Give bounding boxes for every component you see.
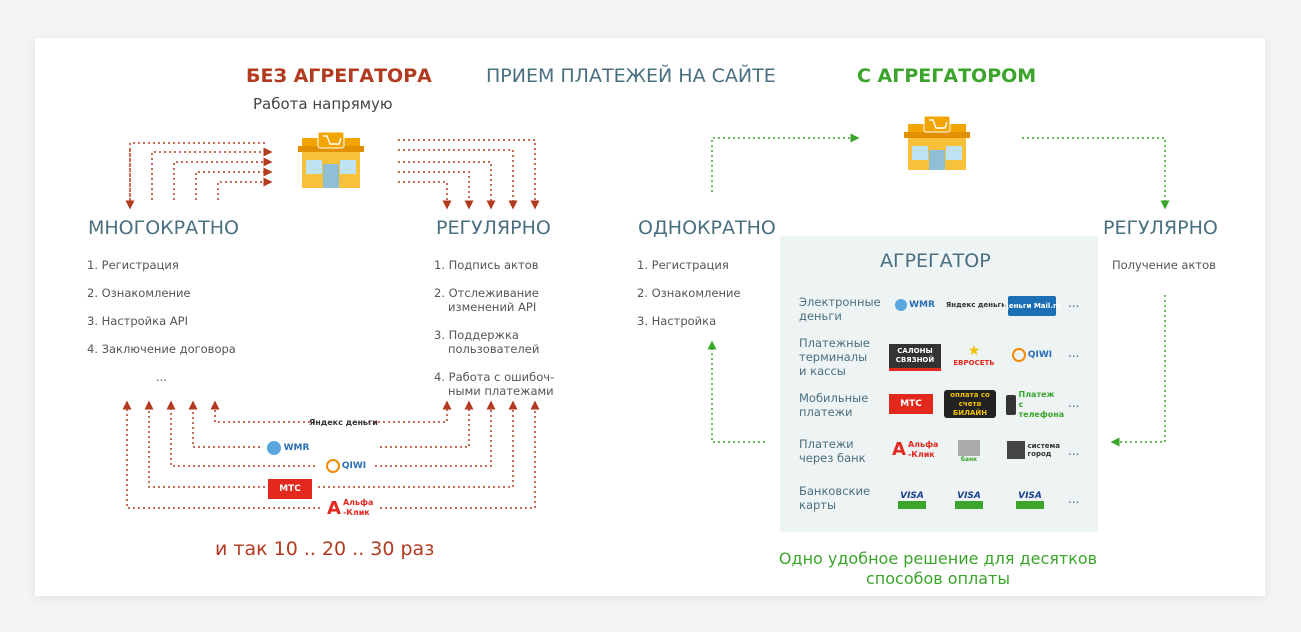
- list-item: пользователей: [448, 342, 540, 356]
- left-col1-title: МНОГОКРАТНО: [88, 217, 239, 239]
- gorod-system-logo: система город: [1004, 438, 1060, 462]
- left-col2-title: РЕГУЛЯРНО: [436, 217, 551, 239]
- mts-logo: МТС: [268, 479, 312, 499]
- yandex-money-logo: Яндекс деньги: [945, 301, 1007, 309]
- beeline-logo: оплата со счета БИЛАЙН: [944, 390, 996, 418]
- list-item: изменений API: [448, 300, 537, 314]
- list-item: ...: [156, 370, 167, 384]
- list-item: 4. Заключение договора: [87, 342, 236, 356]
- list-item: 1. Регистрация: [637, 258, 729, 272]
- more-dots: ...: [1068, 346, 1080, 360]
- list-item: 4. Работа с ошибоч-: [434, 370, 555, 384]
- store-icon-left: [298, 131, 364, 188]
- left-footer: и так 10 .. 20 .. 30 раз: [215, 538, 435, 560]
- visa-card-logo: VISA: [889, 487, 935, 513]
- yandex-money-logo: Яндекс деньги: [309, 417, 378, 427]
- more-dots: ...: [1068, 396, 1080, 410]
- center-title: ПРИЕМ ПЛАТЕЖЕЙ НА САЙТЕ: [486, 65, 776, 87]
- more-dots: ...: [1068, 296, 1080, 310]
- list-item: 1. Регистрация: [87, 258, 179, 272]
- visa-card-logo: VISA: [1004, 487, 1056, 513]
- list-item: ными платежами: [448, 384, 554, 398]
- phone-payment-logo: Платеж с телефона: [1004, 390, 1064, 419]
- euroset-logo: ★ЕВРОСЕТЬ: [953, 343, 995, 367]
- right-col2-title: РЕГУЛЯРНО: [1103, 217, 1218, 239]
- aggregator-panel: [780, 236, 1098, 532]
- list-item: 2. Отслеживание: [434, 286, 539, 300]
- visa-card-logo: VISA: [946, 487, 992, 513]
- list-item: 3. Настройка: [637, 314, 717, 328]
- right-col1-title: ОДНОКРАТНО: [638, 217, 776, 239]
- wmr-logo: WMR: [263, 438, 313, 458]
- list-item: 2. Ознакомление: [87, 286, 191, 300]
- list-item: 2. Ознакомление: [637, 286, 741, 300]
- green-connectors: [707, 133, 1170, 447]
- red-connectors: [122, 139, 540, 509]
- store-icon-right: [904, 115, 970, 170]
- bank-icon: банк: [954, 438, 984, 464]
- aggregator-title: АГРЕГАТОР: [880, 250, 991, 272]
- mts-logo: МТС: [889, 394, 933, 414]
- mailru-money-logo: Деньги Mail.ru: [1003, 296, 1061, 316]
- list-item: 1. Подпись актов: [434, 258, 539, 272]
- list-item: 3. Настройка API: [87, 314, 188, 328]
- more-dots: ...: [1068, 444, 1080, 458]
- svyaznoy-logo: САЛОНЫ СВЯЗНОЙ: [889, 344, 941, 371]
- qiwi-logo: QIWI: [1006, 344, 1058, 366]
- qiwi-logo: QIWI: [320, 455, 372, 477]
- left-title: БЕЗ АГРЕГАТОРА: [246, 65, 432, 87]
- wmr-logo: WMR: [889, 295, 941, 315]
- right-title: С АГРЕГАТОРОМ: [857, 65, 1037, 87]
- list-item: Получение актов: [1112, 258, 1216, 272]
- more-dots: ...: [1068, 492, 1080, 506]
- left-subtitle: Работа напрямую: [253, 95, 393, 113]
- list-item: 3. Поддержка: [434, 328, 519, 342]
